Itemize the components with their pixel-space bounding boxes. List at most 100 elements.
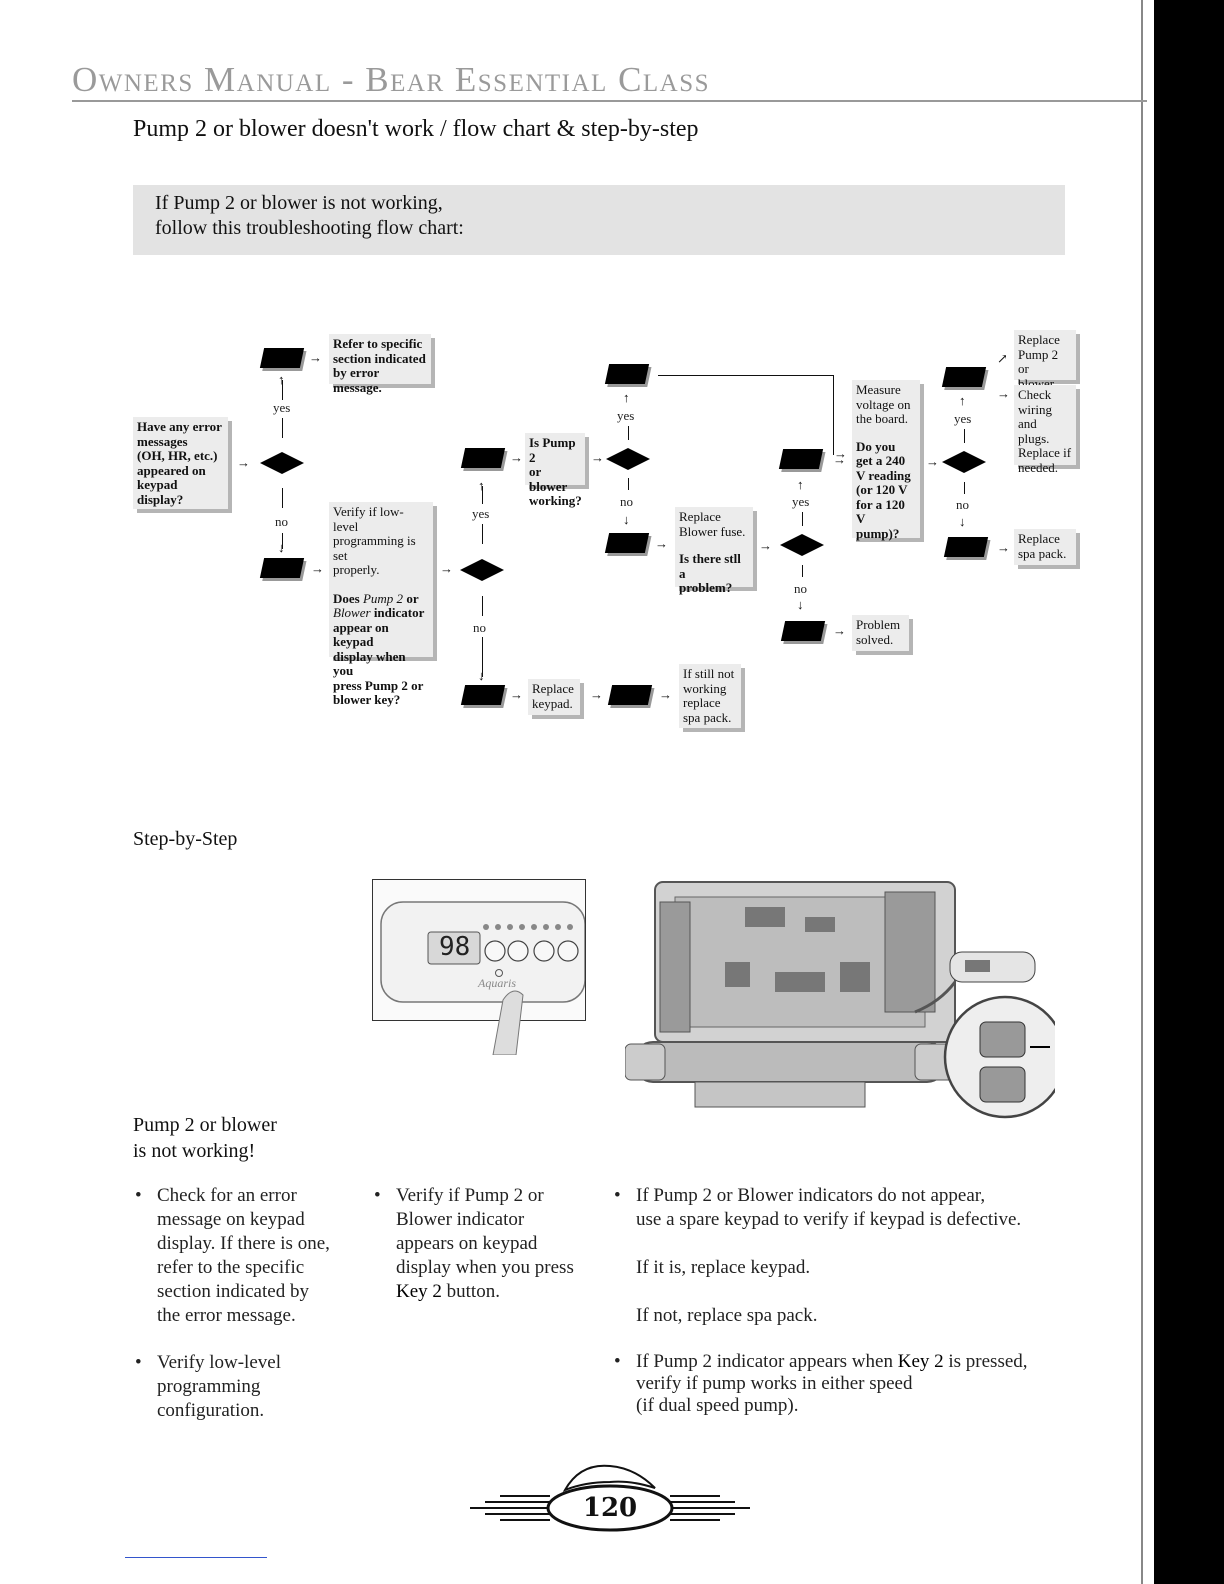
bullet-line: Verify if Pump 2 or <box>396 1185 544 1206</box>
box-line: or blower <box>529 464 568 494</box>
box-line: Pump 2 or <box>1018 346 1059 376</box>
box-line: Replace <box>1018 531 1060 546</box>
bullet-line: use a spare keypad to verify if keypad i… <box>636 1209 1022 1230</box>
arrow-up: ↑ <box>797 477 804 492</box>
arrow-right: → <box>659 687 672 702</box>
yes-label: yes <box>273 400 291 415</box>
box-line: Measure <box>856 382 901 397</box>
side-rule <box>1141 0 1143 1584</box>
page-number-emblem <box>470 1464 750 1532</box>
box-line: for a 120 V <box>856 496 905 526</box>
step-heading: Step-by-Step <box>133 828 238 850</box>
verify-question-2: Blower indicator <box>333 605 425 620</box>
connector-line <box>802 512 803 526</box>
side-black-bar <box>1154 0 1224 1584</box>
bullet-line: (if dual speed pump). <box>636 1395 799 1416</box>
intro-box: If Pump 2 or blower is not working, foll… <box>133 185 1065 255</box>
connector-line <box>482 596 483 616</box>
refer-box: Refer to specific section indicated by e… <box>329 334 431 394</box>
arrow-down: ↓ <box>478 668 485 683</box>
box-line: needed. <box>1018 459 1059 475</box>
arrow-right: → <box>311 561 324 576</box>
arrow-down: ↓ <box>623 512 630 527</box>
problem-solved-box: Problem solved. <box>852 615 909 651</box>
connector-line <box>482 524 483 544</box>
connector-line <box>628 426 629 440</box>
bullet-line: Verify low-level <box>157 1352 281 1373</box>
arrow-right: → <box>833 623 846 638</box>
box-line: Replace <box>679 509 721 524</box>
connector-line <box>482 637 483 677</box>
bullet-text: is pressed, <box>943 1351 1028 1372</box>
process-shape <box>460 448 506 468</box>
bullet-verify-programming: • Verify low-level programming configura… <box>135 1351 357 1423</box>
page-heading: Pump 2 or blower doesn't work / flow cha… <box>133 116 699 142</box>
footer-link-underline[interactable] <box>125 1557 267 1558</box>
process-shape <box>941 367 987 387</box>
bullet-line: If Pump 2 indicator appears when Key 2 i… <box>636 1351 1076 1373</box>
decision-diamond <box>460 559 504 581</box>
box-line: Is there stll a <box>679 551 741 581</box>
bullet-tail: button. <box>441 1281 500 1302</box>
no-label: no <box>794 581 807 596</box>
arrow-right: → <box>834 446 847 461</box>
box-line: plugs. <box>1018 430 1050 446</box>
bullet-line: message on keypad <box>157 1209 305 1230</box>
bullet-check-error: • Check for an error message on keypad d… <box>135 1184 357 1328</box>
bullet-pump-speed: • If Pump 2 indicator appears when Key 2… <box>614 1351 1076 1417</box>
box-line: properly. <box>333 562 380 577</box>
box-line: Replace if <box>1018 445 1072 460</box>
no-label: no <box>620 494 633 509</box>
box-line: (OH, HR, etc.) <box>137 448 218 463</box>
connector-line <box>964 482 965 494</box>
measure-voltage-box: Measure voltage on the board. Do you get… <box>852 380 920 540</box>
step-subheading: Pump 2 or blower is not working! <box>133 1112 277 1164</box>
connector-line <box>628 478 629 490</box>
is-pump-working-box: Is Pump 2 or blower working? <box>525 433 585 508</box>
box-line: Have any error <box>137 419 222 434</box>
yes-label: yes <box>617 408 635 423</box>
box-line: Is Pump 2 <box>529 435 576 465</box>
arrow-right: → <box>997 540 1010 555</box>
step-subheading-line-1: Pump 2 or blower <box>133 1114 277 1136</box>
bullet-dot: • <box>614 1351 621 1372</box>
display-value: 98 <box>439 932 471 962</box>
bullet-verify-indicator: • Verify if Pump 2 or Blower indicator a… <box>374 1184 596 1304</box>
key-label: Key 2 <box>396 1281 442 1302</box>
process-shape <box>780 621 826 641</box>
process-shape <box>943 537 989 557</box>
process-shape <box>604 364 650 384</box>
title-rule <box>72 100 1147 102</box>
replace-keypad-box: Replace keypad. <box>528 679 580 715</box>
bullet-text: If Pump 2 indicator appears when <box>636 1351 898 1372</box>
box-line: working <box>683 680 727 696</box>
arrow-up: ↑ <box>278 372 285 387</box>
box-line: by error message. <box>333 365 382 395</box>
connector-line <box>282 533 283 549</box>
if-still-box: If still not working replace spa pack. <box>679 664 741 728</box>
connector-line <box>282 488 283 508</box>
replace-spa-box: Replace spa pack. <box>1014 529 1076 565</box>
box-line: problem? <box>679 580 733 595</box>
bullet-line: Blower indicator <box>396 1209 525 1230</box>
box-line: (or 120 V <box>856 482 908 497</box>
intro-text: If Pump 2 or blower is not working, foll… <box>155 191 464 241</box>
arrow-down: ↓ <box>959 514 966 529</box>
yes-label: yes <box>472 506 490 521</box>
start-question-box: Have any error messages (OH, HR, etc.) a… <box>133 417 228 509</box>
arrow-right: → <box>309 350 322 365</box>
box-line: replace <box>683 695 721 710</box>
process-shape <box>778 449 824 469</box>
connector-line <box>658 375 834 376</box>
bullet-line: programming <box>157 1376 261 1397</box>
bullet-line: Check for an error <box>157 1185 297 1206</box>
no-label: no <box>473 620 486 635</box>
box-line: keypad display? <box>137 477 184 507</box>
box-line: voltage on <box>856 396 911 412</box>
bullet-spare-keypad: • If Pump 2 or Blower indicators do not … <box>614 1184 1066 1328</box>
box-line: spa pack. <box>683 709 732 725</box>
arrow-right: → <box>590 687 603 702</box>
arrow-up: ↑ <box>623 390 630 405</box>
no-label: no <box>275 514 288 529</box>
box-line: Check <box>1018 387 1052 402</box>
